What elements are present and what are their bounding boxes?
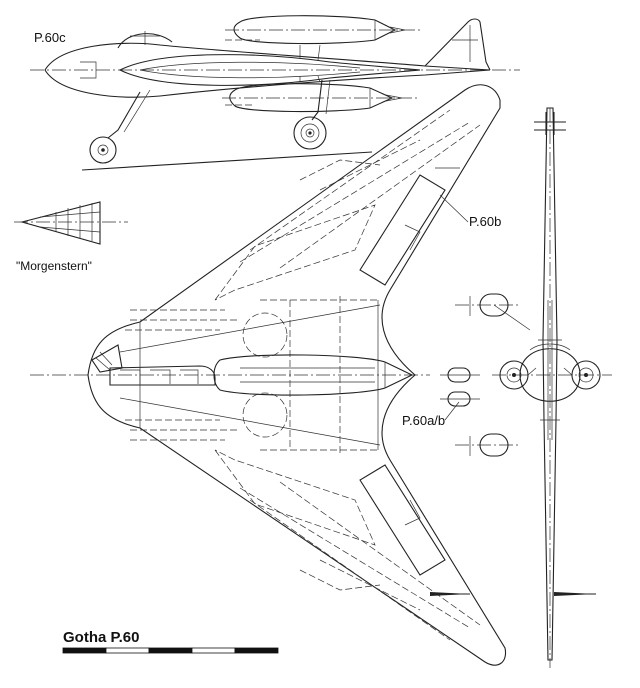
variant-ab-label: P.60a/b bbox=[402, 413, 446, 428]
nose-variant-label: "Morgenstern" bbox=[16, 259, 92, 273]
p60b-leader-line bbox=[439, 194, 469, 223]
pilot-position-sketches bbox=[440, 293, 531, 457]
scale-bar-segment bbox=[191, 647, 236, 654]
title-label: Gotha P.60 bbox=[63, 629, 140, 646]
side-view-label: P.60c bbox=[34, 30, 66, 45]
scale-bar-segment bbox=[234, 647, 279, 654]
top-view bbox=[30, 84, 507, 666]
scale-bar-segment bbox=[148, 647, 193, 654]
scale-bar-segment bbox=[105, 647, 150, 654]
side-view bbox=[30, 15, 520, 171]
variant-b-label: P.60b bbox=[469, 214, 502, 229]
morgenstern-nose-sketch bbox=[14, 201, 128, 245]
scale-bar-segment bbox=[62, 647, 107, 654]
scale-bar bbox=[62, 647, 279, 654]
front-view bbox=[492, 107, 612, 668]
